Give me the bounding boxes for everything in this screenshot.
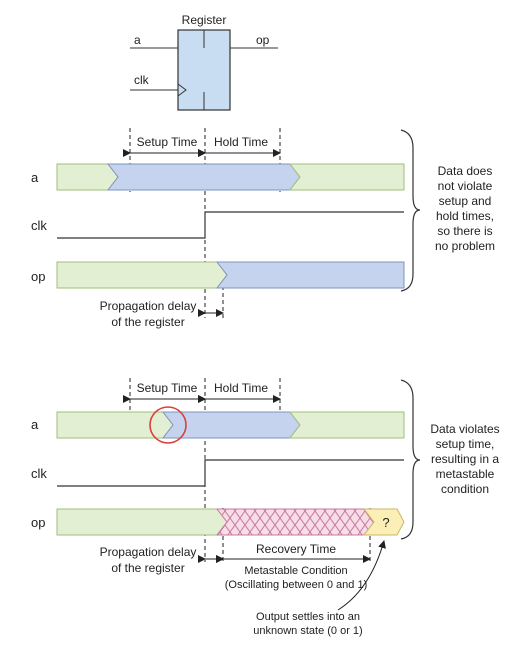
note-line: metastable: [436, 467, 495, 481]
scenario-ok-note: Data does not violate setup and hold tim…: [435, 164, 495, 253]
register-input-a-label: a: [134, 33, 141, 47]
register-input-clk-label: clk: [134, 73, 150, 87]
note-line: condition: [441, 482, 489, 496]
signal-op-label: op: [31, 269, 45, 284]
signal-op-blue: [215, 261, 405, 289]
signal-a-green-start: [56, 411, 174, 439]
prop-delay-label-line1: Propagation delay: [100, 545, 197, 559]
signal-a-green-end: [288, 163, 405, 191]
signal-a-blue-data: [106, 163, 301, 191]
signal-clk-label: clk: [31, 218, 47, 233]
note-line: not violate: [438, 179, 493, 193]
signal-a-green-start: [56, 163, 119, 191]
note-line: Data does: [438, 164, 493, 178]
scenario-violation: Setup Time Hold Time a clk op ? Propagat…: [31, 378, 500, 637]
note-line: hold times,: [436, 209, 494, 223]
signal-op-metastable: [215, 508, 375, 536]
scenario-violation-brace: [400, 379, 421, 540]
metastable-label-line1: Metastable Condition: [244, 565, 347, 577]
recovery-time-label: Recovery Time: [256, 542, 336, 556]
note-line: Data violates: [430, 422, 499, 436]
metastable-label-line2: (Oscillating between 0 and 1): [225, 579, 367, 591]
prop-delay-label-line2: of the register: [111, 561, 184, 575]
unknown-state-symbol: ?: [382, 515, 389, 530]
clock-triangle: [177, 83, 187, 97]
signal-clk-label: clk: [31, 466, 47, 481]
prop-delay-label-line2: of the register: [111, 315, 184, 329]
signal-op-green: [56, 261, 228, 289]
setup-time-label: Setup Time: [137, 135, 198, 149]
signal-a-green-end: [288, 411, 405, 439]
signal-clk-waveform: [57, 459, 404, 487]
note-line: so there is: [437, 224, 492, 238]
signal-clk-waveform: [57, 211, 404, 239]
prop-delay-label-line1: Propagation delay: [100, 299, 197, 313]
note-line: setup time,: [436, 437, 495, 451]
scenario-violation-note: Data violates setup time, resulting in a…: [430, 422, 499, 496]
register-block: Register a clk op: [130, 13, 278, 111]
register-title: Register: [182, 13, 227, 27]
settle-arrow: [337, 540, 386, 611]
signal-a-label: a: [31, 417, 39, 432]
signal-a-label: a: [31, 170, 39, 185]
scenario-ok-brace: [400, 129, 421, 292]
signal-op-label: op: [31, 515, 45, 530]
register-output-op-label: op: [256, 33, 270, 47]
signal-op-unknown-state: [362, 508, 405, 536]
settle-label-line2: unknown state (0 or 1): [253, 625, 362, 637]
signal-op-green: [56, 508, 228, 536]
setup-time-label: Setup Time: [137, 381, 198, 395]
violation-circle: [149, 406, 187, 444]
hold-time-label: Hold Time: [214, 381, 268, 395]
settle-label-line1: Output settles into an: [256, 611, 360, 623]
note-line: resulting in a: [431, 452, 499, 466]
hold-time-label: Hold Time: [214, 135, 268, 149]
note-line: setup and: [439, 194, 492, 208]
scenario-ok: Setup Time Hold Time a clk op Propagatio…: [31, 128, 495, 329]
note-line: no problem: [435, 239, 495, 253]
